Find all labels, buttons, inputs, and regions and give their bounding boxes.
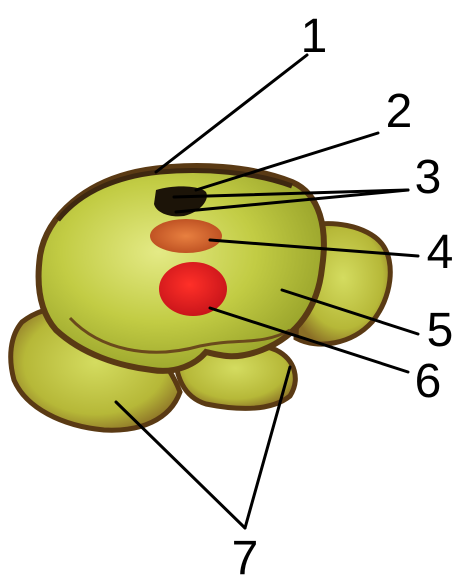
leader-7a [116, 402, 245, 528]
specimen [11, 166, 391, 430]
label-7: 7 [232, 532, 259, 582]
label-5: 5 [427, 304, 454, 357]
label-6: 6 [415, 355, 442, 408]
leader-1 [156, 55, 307, 172]
label-3: 3 [415, 151, 442, 204]
label-1: 1 [301, 10, 328, 63]
label-4: 4 [427, 226, 454, 279]
orange-spot [150, 219, 222, 253]
label-2: 2 [386, 85, 413, 138]
red-spot [159, 262, 227, 316]
